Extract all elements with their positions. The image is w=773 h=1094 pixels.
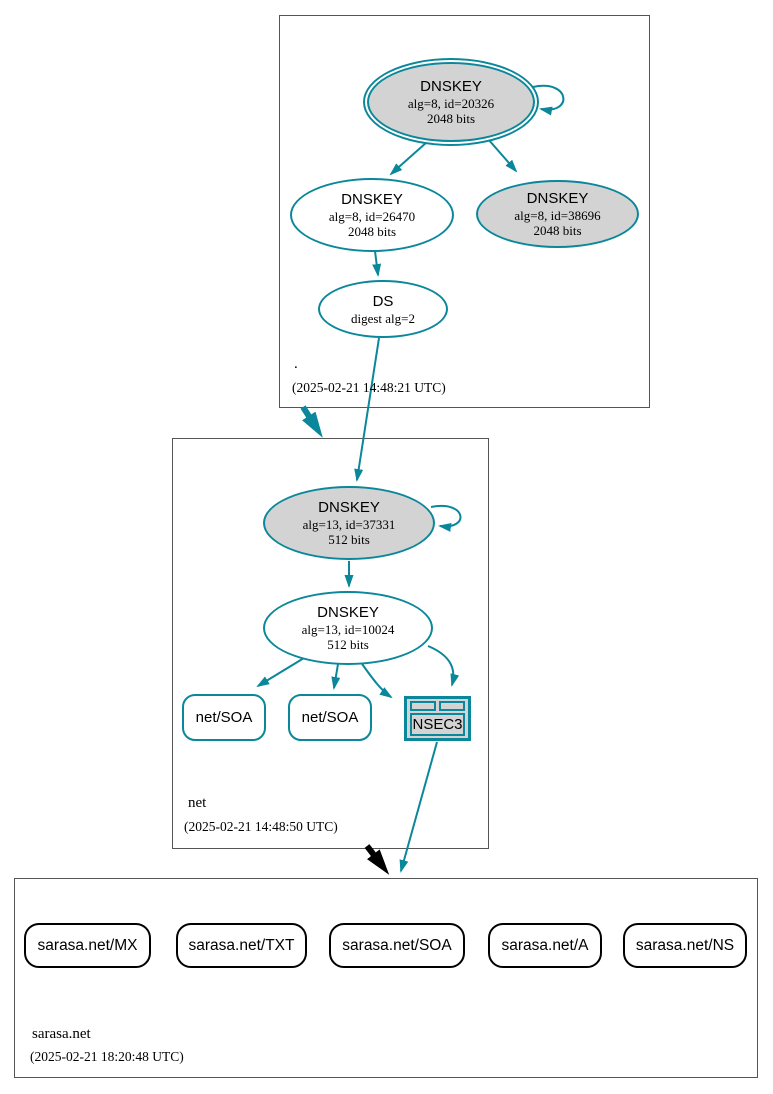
rrset-node-sarasa-mx: sarasa.net/MX [24, 923, 151, 968]
dnskey-node-26470: DNSKEY alg=8, id=26470 2048 bits [290, 178, 454, 252]
ds-node: DS digest alg=2 [318, 280, 448, 338]
edge-selfsign-key-20326 [532, 84, 565, 116]
edge-insecure-delegation-net-to-sarasa [364, 844, 390, 875]
nsec3-cell-right [439, 701, 465, 711]
nsec3-header-cells [410, 701, 465, 711]
node-size: 2048 bits [533, 223, 582, 238]
node-params: alg=13, id=37331 [302, 517, 396, 532]
nsec3-label: NSEC3 [410, 713, 465, 736]
edge-key10024-to-soa1 [256, 657, 305, 688]
rrset-node-net-soa-2: net/SOA [288, 694, 372, 741]
rrset-node-net-soa-1: net/SOA [182, 694, 266, 741]
zone-box-root [279, 15, 650, 408]
node-type: DNSKEY [317, 604, 379, 621]
dnskey-node-38696: DNSKEY alg=8, id=38696 2048 bits [476, 180, 639, 248]
dnskey-node-20326-trust-anchor: DNSKEY alg=8, id=20326 2048 bits [363, 58, 539, 146]
edge-nsec3-to-sarasa-zone [399, 741, 438, 873]
node-size: 512 bits [328, 532, 370, 547]
node-params: alg=8, id=38696 [514, 208, 601, 223]
node-params: alg=8, id=20326 [407, 96, 495, 111]
edge-key10024-to-nsec3-left [359, 660, 393, 699]
node-type: DS [372, 292, 394, 310]
node-size: 512 bits [327, 637, 369, 652]
dnskey-node-20326-inner-border: DNSKEY alg=8, id=20326 2048 bits [367, 62, 535, 142]
edge-key10024-to-soa2 [331, 663, 341, 690]
node-size: 2048 bits [347, 224, 397, 239]
edge-key20326-to-key26470 [389, 141, 428, 176]
node-type: DNSKEY [420, 78, 482, 95]
zone-label-net: net [188, 795, 207, 811]
zone-box-net [172, 438, 489, 849]
edge-key26470-to-ds [372, 250, 382, 277]
zone-box-sarasa-net [14, 878, 758, 1078]
node-params: alg=8, id=26470 [328, 209, 416, 224]
node-type: DNSKEY [526, 190, 589, 207]
zone-timestamp-root: (2025-02-21 14:48:21 UTC) [292, 380, 446, 395]
zone-label-root: . [294, 356, 298, 372]
zone-timestamp-net: (2025-02-21 14:48:50 UTC) [184, 819, 338, 834]
rrset-node-sarasa-a: sarasa.net/A [488, 923, 602, 968]
nsec3-node: NSEC3 [404, 696, 471, 741]
zone-timestamp-sarasa-net: (2025-02-21 18:20:48 UTC) [30, 1049, 184, 1064]
rrset-node-sarasa-ns: sarasa.net/NS [623, 923, 747, 968]
node-type: DNSKEY [318, 499, 380, 516]
edge-secure-delegation-root-to-net [300, 405, 323, 438]
node-params: alg=13, id=10024 [301, 622, 395, 637]
edge-ds-to-key37331 [354, 337, 380, 482]
dnskey-node-37331: DNSKEY alg=13, id=37331 512 bits [263, 486, 435, 560]
node-size: 2048 bits [426, 111, 476, 126]
node-params: digest alg=2 [350, 310, 416, 326]
nsec3-cell-left [410, 701, 436, 711]
edge-key10024-to-nsec3-right [427, 645, 460, 687]
rrset-node-sarasa-txt: sarasa.net/TXT [176, 923, 307, 968]
edge-selfsign-key-37331 [430, 504, 462, 532]
rrset-node-sarasa-soa: sarasa.net/SOA [329, 923, 465, 968]
dnskey-node-10024: DNSKEY alg=13, id=10024 512 bits [263, 591, 433, 665]
node-type: DNSKEY [341, 191, 403, 208]
edge-key20326-to-key38696 [487, 138, 518, 173]
zone-label-sarasa-net: sarasa.net [32, 1026, 91, 1042]
